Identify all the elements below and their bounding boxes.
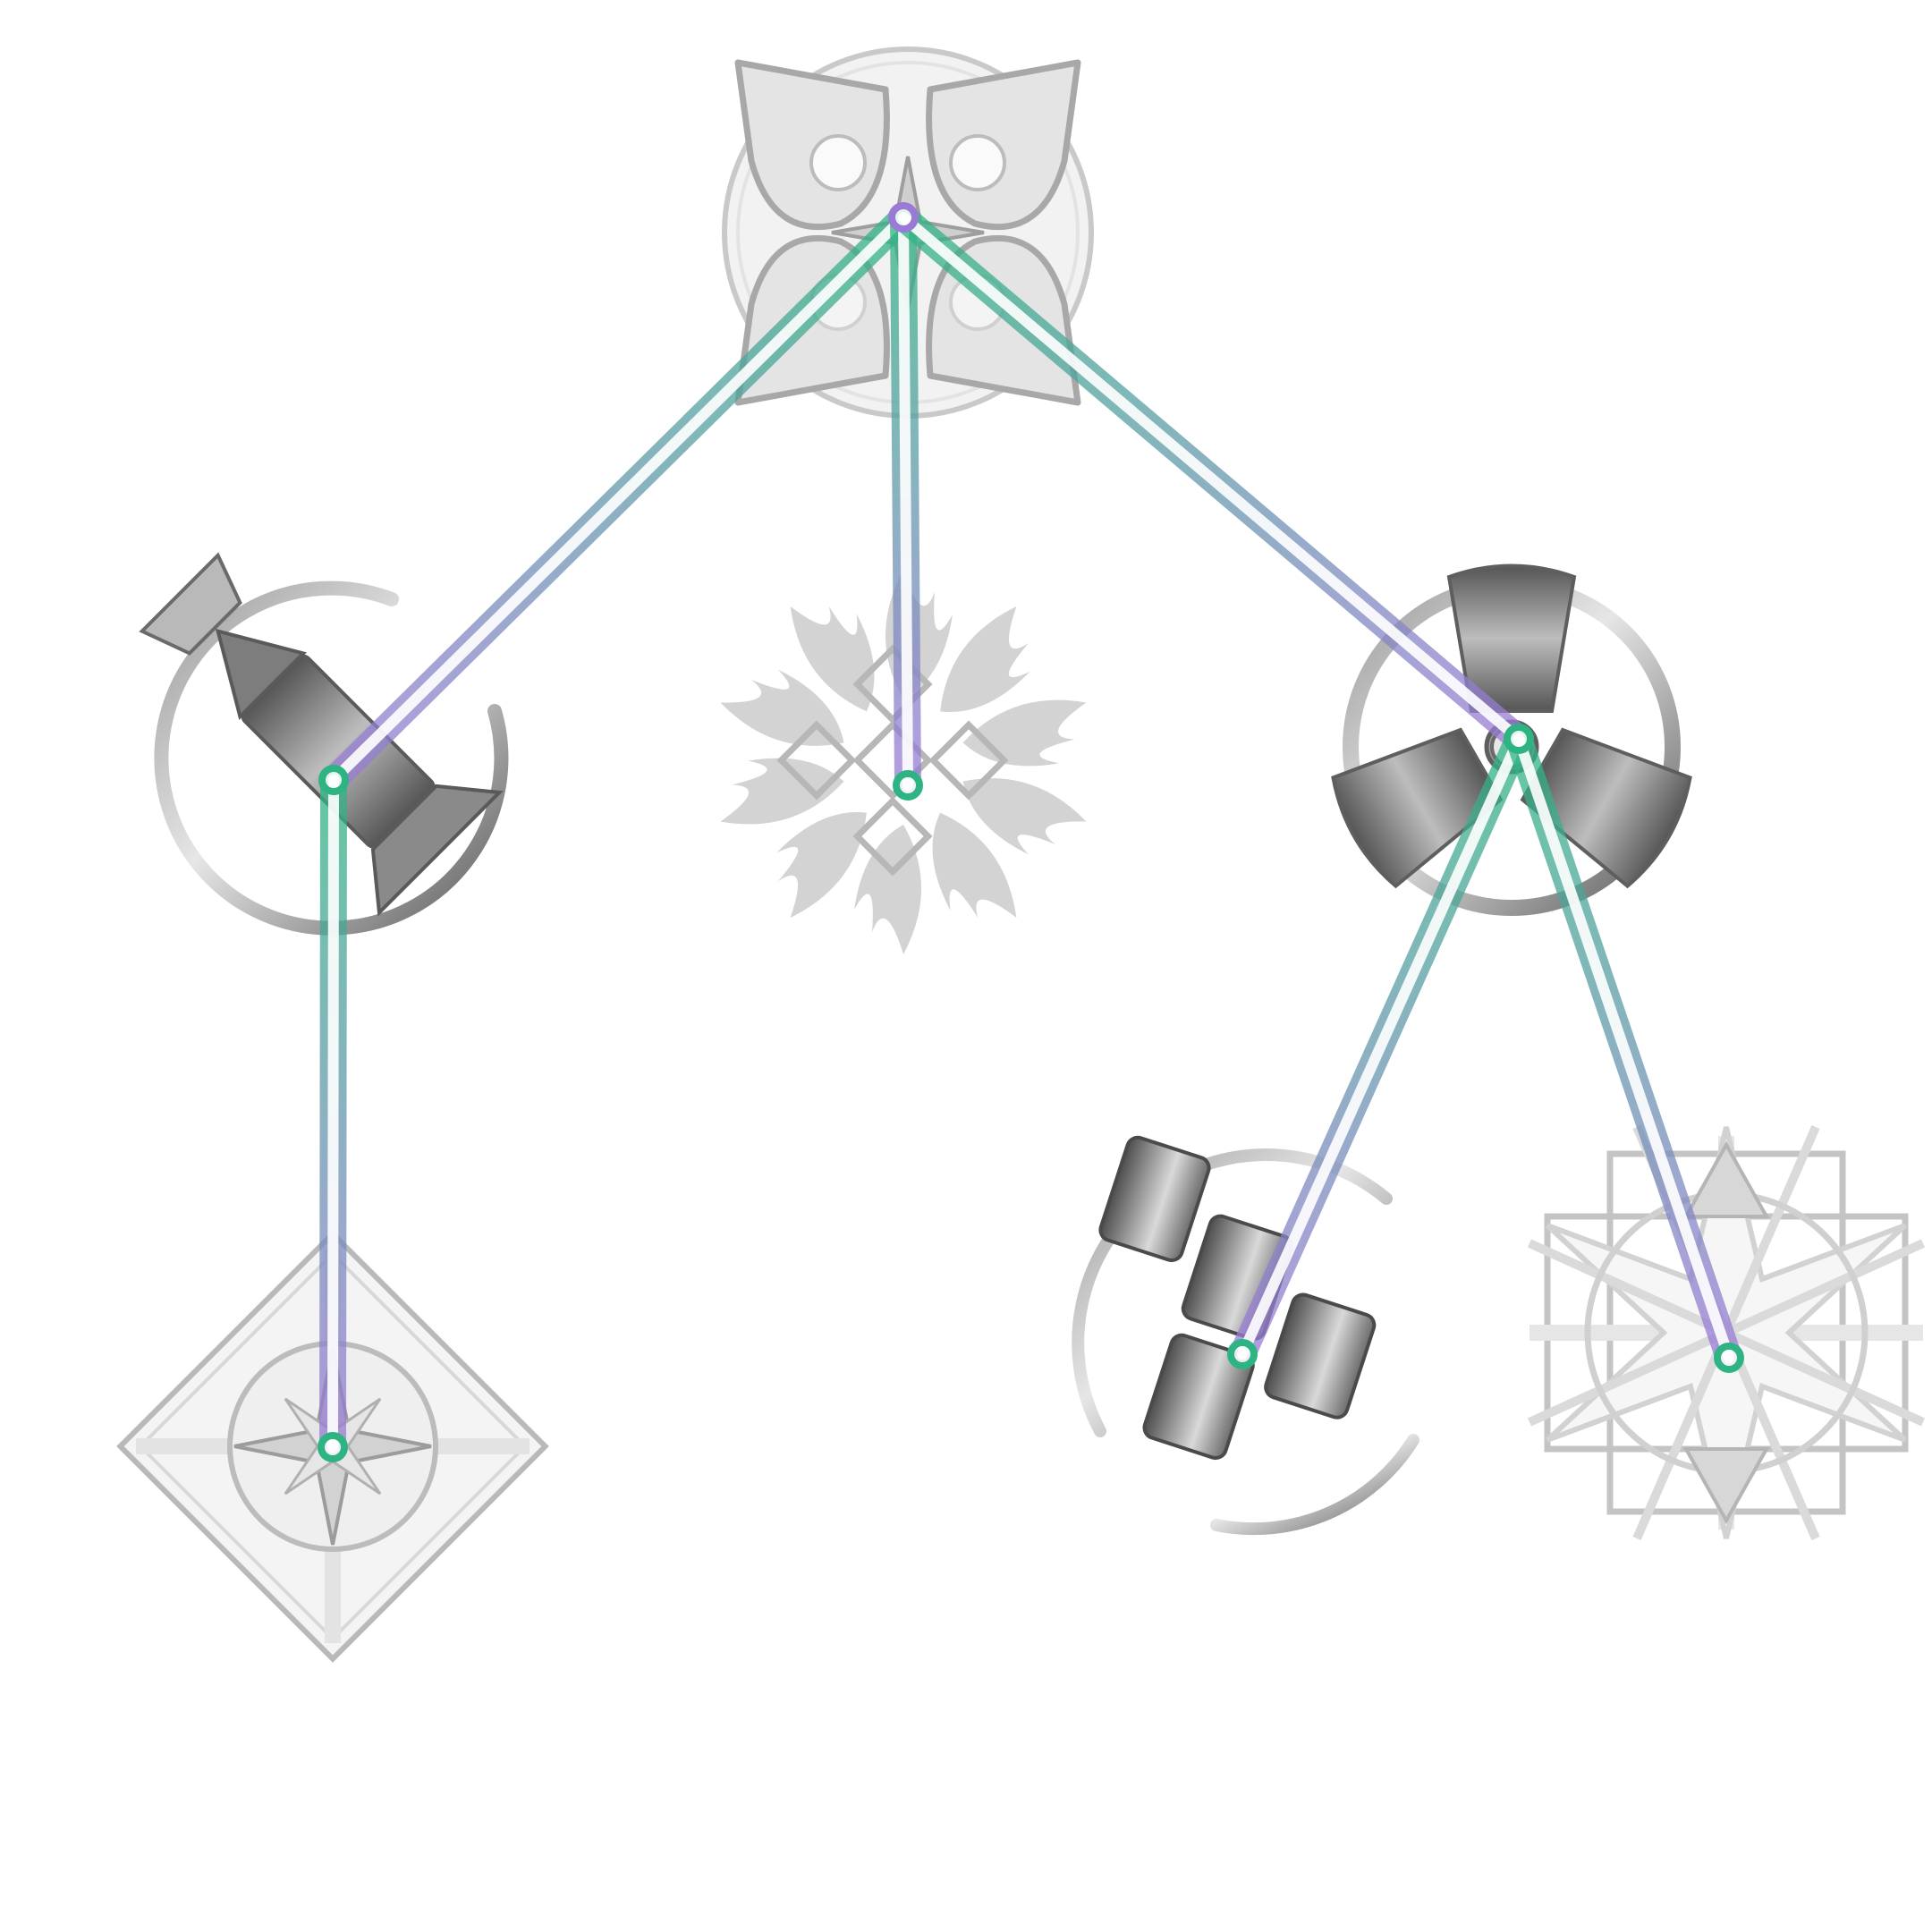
- node-anchor-right-leaf-a: [1227, 1339, 1258, 1369]
- node-anchor-root: [888, 202, 919, 233]
- node-anchor-left-leaf: [318, 1432, 348, 1462]
- connector-root-to-right: [890, 204, 1532, 752]
- connector-layer: [319, 204, 1742, 1461]
- lotus-knot-icon: [720, 570, 1087, 954]
- connector-right-to-right-leaf-a: [1229, 725, 1532, 1368]
- connector-root-to-left: [320, 204, 917, 793]
- connector-left-to-left-leaf: [319, 767, 347, 1461]
- node-anchor-center: [893, 770, 923, 801]
- connector-root-to-center: [890, 204, 921, 799]
- node-anchor-left: [318, 765, 349, 795]
- connector-right-to-right-leaf-b: [1505, 725, 1742, 1371]
- rocket-ring-icon: [139, 552, 509, 936]
- node-anchor-right: [1504, 724, 1534, 754]
- tetris-ring-icon: [1072, 1135, 1419, 1536]
- node-anchor-right-leaf-b: [1714, 1343, 1744, 1373]
- node-anchor-layer: [318, 202, 1744, 1462]
